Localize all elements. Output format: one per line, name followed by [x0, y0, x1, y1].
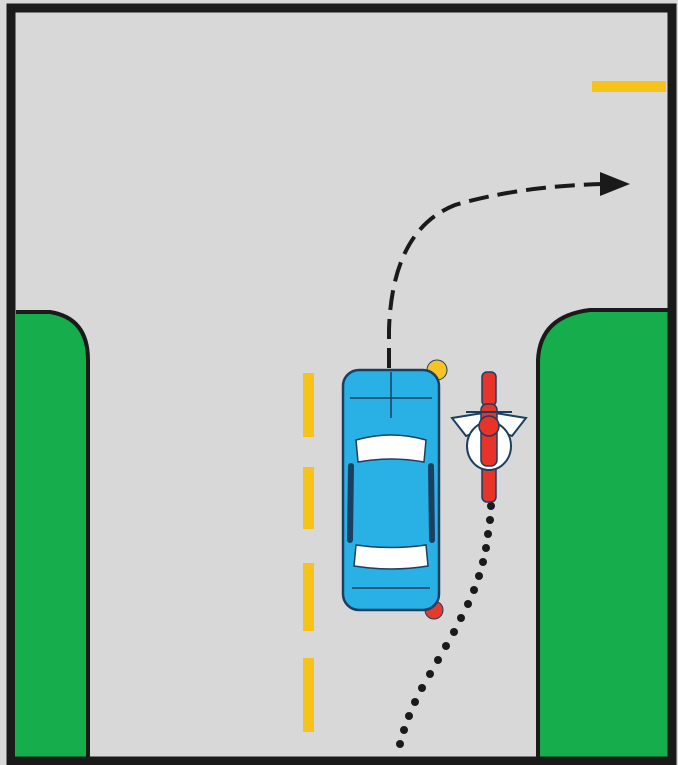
rider-helmet [479, 416, 499, 436]
path-dot [405, 712, 413, 720]
path-dot [442, 642, 450, 650]
path-dot [457, 614, 465, 622]
path-dot [464, 600, 472, 608]
path-dot [396, 740, 404, 748]
path-dot [470, 586, 478, 594]
path-dot [426, 670, 434, 678]
path-dot [434, 656, 442, 664]
path-dot [411, 698, 419, 706]
path-dot [418, 684, 426, 692]
rear-window [354, 545, 428, 569]
path-dot [484, 530, 492, 538]
path-dot [482, 544, 490, 552]
path-dot [400, 726, 408, 734]
lane-dash [303, 467, 314, 529]
windshield [356, 435, 426, 462]
motorcycle-front-wheel [482, 372, 496, 406]
lane-dash [303, 373, 314, 437]
path-dot [487, 502, 495, 510]
lane-dash [303, 658, 314, 732]
left-grass-corner [16, 312, 88, 765]
left-side-windows [350, 466, 351, 540]
lane-dash [303, 563, 314, 631]
path-dot [475, 572, 483, 580]
path-dot [486, 516, 494, 524]
cross-street-lane-dash [592, 81, 666, 92]
right-grass-corner [538, 310, 672, 765]
path-dot [479, 558, 487, 566]
car-top-view-icon [343, 360, 447, 619]
right-side-windows [431, 466, 432, 540]
path-dot [450, 628, 458, 636]
